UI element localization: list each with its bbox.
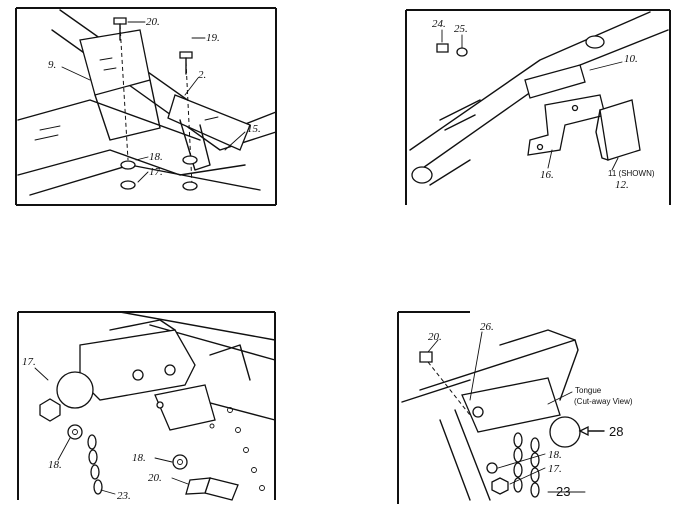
label-9: 9. [48,59,56,71]
label-19: 19. [206,32,220,44]
label-17: 17. [149,166,163,178]
label-20: 20. [428,331,442,343]
label-24: 24. [432,18,446,30]
panel-1-frame-mount [15,7,277,206]
label-28: 28 [609,424,623,439]
label-20: 20. [148,472,162,484]
label-17: 17. [22,356,36,368]
label-23: 23. [117,490,131,502]
label-26: 26. [480,321,494,333]
panel-2-bracket-mount [405,9,671,205]
label-20: 20. [146,16,160,28]
label-25: 25. [454,23,468,35]
label-23: 23 [556,484,570,499]
label-17: 17. [548,463,562,475]
label-18: 18. [548,449,562,461]
label-cutaway-view: (Cut-away View) [574,397,633,406]
label-15: 15. [247,123,261,135]
panel-4-tongue-cutaway [397,311,605,504]
panel-3-hitch-assembly [17,311,276,501]
label-18: 18. [132,452,146,464]
label-18: 18. [48,459,62,471]
label-10: 10. [624,53,638,65]
label-11-shown: 11 (SHOWN) [608,169,655,178]
label-tongue: Tongue [575,386,602,395]
label-16: 16. [540,169,554,181]
label-18: 18. [149,151,163,163]
label-2: 2. [198,69,206,81]
label-12: 12. [615,179,629,191]
